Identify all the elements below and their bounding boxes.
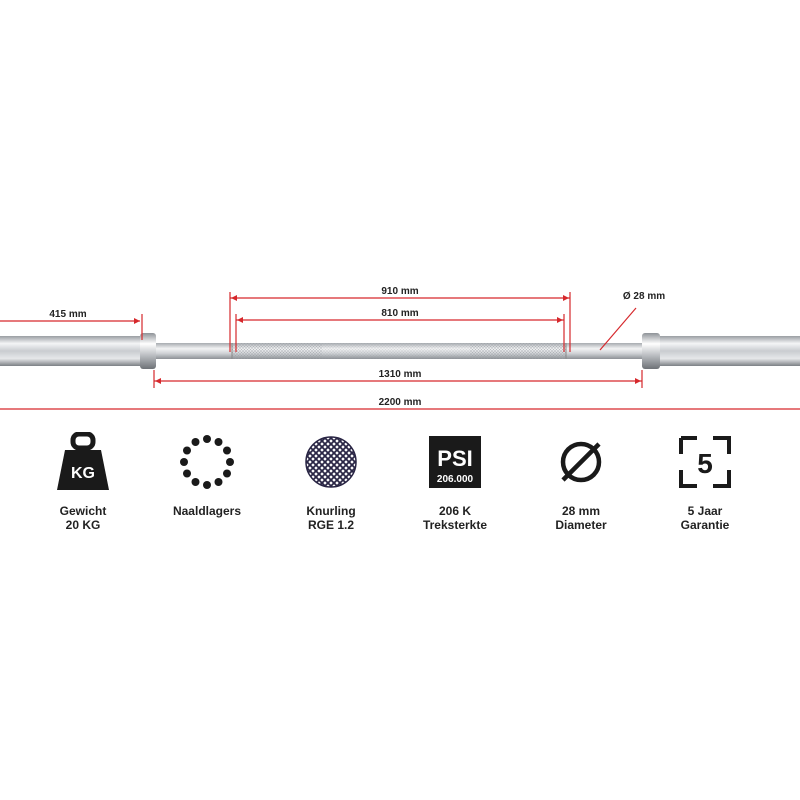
left-collar [140,333,156,369]
center-smooth [322,343,470,359]
right-sleeve [660,336,800,366]
svg-text:206.000: 206.000 [437,474,474,485]
dim-diameter-label: Ø 28 mm [623,291,665,302]
feature-weight-line2: 20 KG [65,518,101,532]
dim-total-label: 2200 mm [379,397,422,408]
svg-text:PSI: PSI [437,446,472,471]
feature-tensile-line2: Treksterkte [422,518,488,532]
svg-text:5: 5 [697,448,713,479]
diameter-icon [560,441,602,483]
left-knurl-section [232,343,322,359]
feature-warranty-line2: Garantie [680,518,730,532]
knurling-icon [305,436,357,488]
right-collar [642,333,660,369]
svg-text:KG: KG [71,465,95,482]
psi-badge-icon: PSI 206.000 [429,436,481,488]
dim-shaft-label: 1310 mm [379,369,422,380]
dim-inner-knurl-label: 810 mm [381,308,418,319]
feature-diameter-line1: 28 mm [561,504,601,518]
dim-sleeve-label: 415 mm [49,309,86,320]
feature-weight-line1: Gewicht [59,504,107,518]
barbell-diagram: 415 mm 910 mm 810 mm Ø 28 mm 1310 mm 220… [0,286,800,410]
dim-outer-knurl-label: 910 mm [381,286,418,297]
feature-bearings: Naaldlagers [152,432,262,518]
feature-bearings-line1: Naaldlagers [172,504,242,518]
feature-diameter-line2: Diameter [555,518,607,532]
feature-warranty-line1: 5 Jaar [687,504,723,518]
right-knurl-section [470,343,566,359]
warranty-icon: 5 [679,436,731,488]
left-sleeve [0,336,146,366]
feature-tensile-line1: 206 K [438,504,472,518]
needle-bearing-icon [180,435,234,489]
feature-knurling-line2: RGE 1.2 [307,518,355,532]
feature-knurling-line1: Knurling [306,504,356,518]
kettlebell-icon: KG [57,432,109,490]
